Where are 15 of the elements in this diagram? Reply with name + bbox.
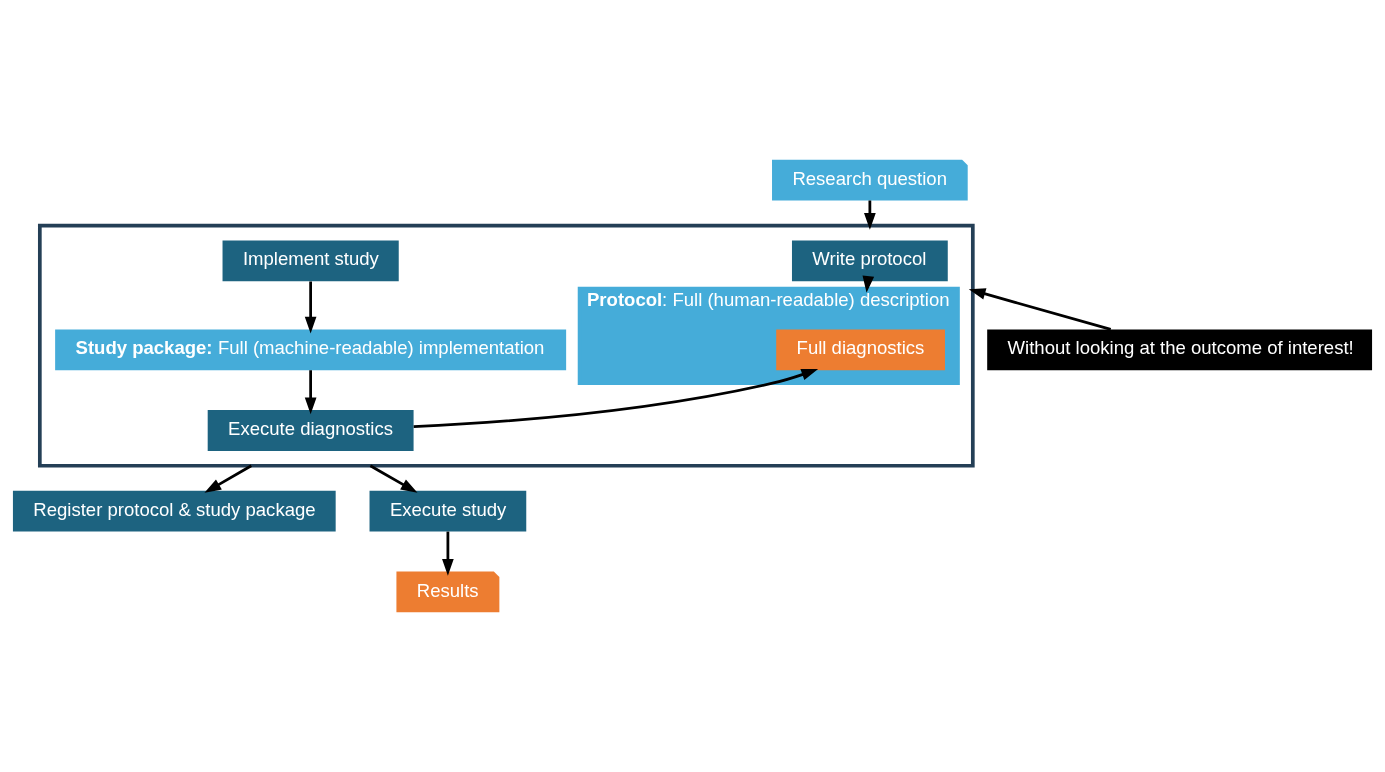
node-box: Without looking at the outcome of interest!	[987, 329, 1373, 371]
arrow	[442, 531, 454, 576]
arrow	[968, 288, 1112, 331]
node-box: Register protocol & study package	[12, 490, 336, 532]
node-box: Execute study	[369, 490, 527, 532]
node-box: Study package: Full (machine-readable) implementation	[55, 329, 567, 371]
node-box: Execute diagnostics	[207, 410, 414, 451]
node-box: Implement study	[222, 240, 399, 282]
node-box: Full diagnostics	[776, 329, 945, 371]
arrow	[864, 200, 876, 230]
cluster	[37, 223, 975, 468]
arrow	[304, 370, 317, 415]
arrow	[862, 275, 875, 293]
arrow	[413, 368, 819, 429]
arrow	[304, 281, 317, 334]
